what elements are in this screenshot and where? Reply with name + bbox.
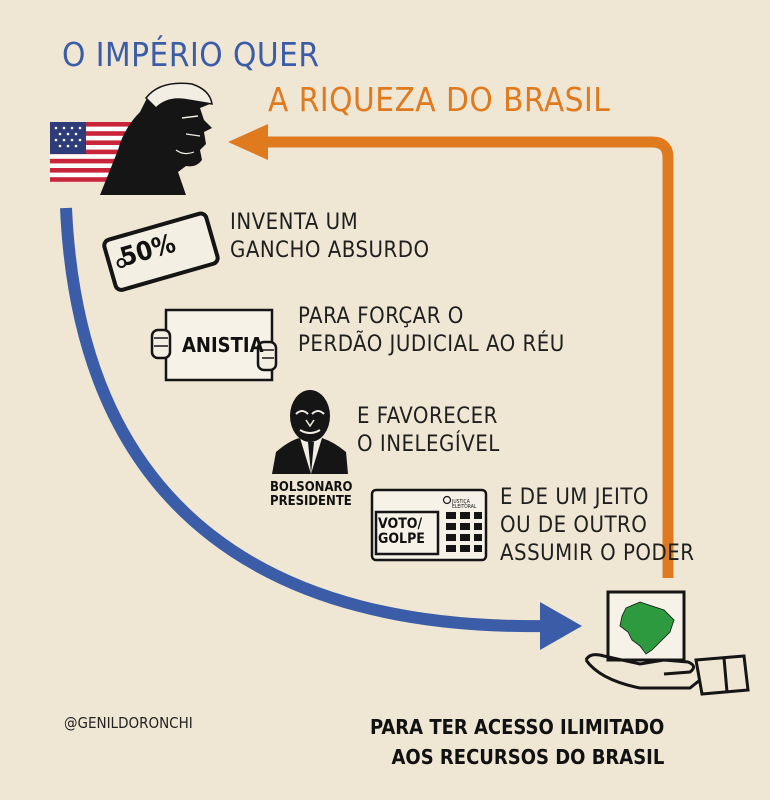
step-4-line-2: OU DE OUTRO <box>500 513 648 538</box>
voting-screen-text: VOTO/ GOLPE <box>378 517 425 547</box>
orange-flow-arrow <box>228 124 674 578</box>
step-3-text: E FAVORECER O INELEGÍVEL <box>357 403 500 459</box>
portrait-caption: BOLSONARO PRESIDENTE <box>270 480 353 509</box>
title-line-1: O IMPÉRIO QUER <box>62 35 320 74</box>
conclusion-line-1: PARA TER ACESSO ILIMITADO <box>370 715 665 739</box>
title-line-2: A RIQUEZA DO BRASIL <box>268 80 611 119</box>
step-2-text: PARA FORÇAR O PERDÃO JUDICIAL AO RÉU <box>298 303 565 359</box>
voting-machine-label: JUSTIÇA ELEITORAL <box>452 500 476 510</box>
step-3-line-2: O INELEGÍVEL <box>357 432 500 457</box>
voting-machine-label-line-2: ELEITORAL <box>452 504 477 510</box>
step-4-text: E DE UM JEITO OU DE OUTRO ASSUMIR O PODE… <box>500 484 694 568</box>
blue-flow-arrow <box>60 207 582 650</box>
step-2-line-1: PARA FORÇAR O <box>298 304 464 329</box>
step-2-line-2: PERDÃO JUDICIAL AO RÉU <box>298 332 565 357</box>
open-hand-icon <box>584 653 750 696</box>
tariff-tag-icon <box>102 211 220 292</box>
brazil-map-icon <box>606 590 686 662</box>
voting-machine-icon <box>370 488 488 562</box>
voting-screen-line-2: GOLPE <box>378 531 425 547</box>
voting-machine-label-line-1: JUSTIÇA <box>452 499 470 505</box>
protest-sign-label: ANISTIA <box>182 333 264 357</box>
voting-screen-line-1: VOTO/ <box>378 516 423 532</box>
conclusion-text: PARA TER ACESSO ILIMITADO AOS RECURSOS D… <box>370 712 664 772</box>
author-credit: @GENILDORONCHI <box>64 714 193 732</box>
step-3-line-1: E FAVORECER <box>357 404 498 429</box>
politician-portrait-icon <box>272 390 348 474</box>
step-4-line-1: E DE UM JEITO <box>500 485 650 510</box>
protest-sign-icon <box>150 308 278 382</box>
step-1-line-2: GANCHO ABSURDO <box>230 238 430 263</box>
portrait-caption-line-2: PRESIDENTE <box>270 494 352 509</box>
step-1-line-1: INVENTA UM <box>230 210 359 235</box>
portrait-caption-line-1: BOLSONARO <box>270 480 353 495</box>
step-1-text: INVENTA UM GANCHO ABSURDO <box>230 209 430 265</box>
conclusion-line-2: AOS RECURSOS DO BRASIL <box>391 745 665 769</box>
step-4-line-3: ASSUMIR O PODER <box>500 541 695 566</box>
trump-silhouette-icon <box>100 82 213 195</box>
